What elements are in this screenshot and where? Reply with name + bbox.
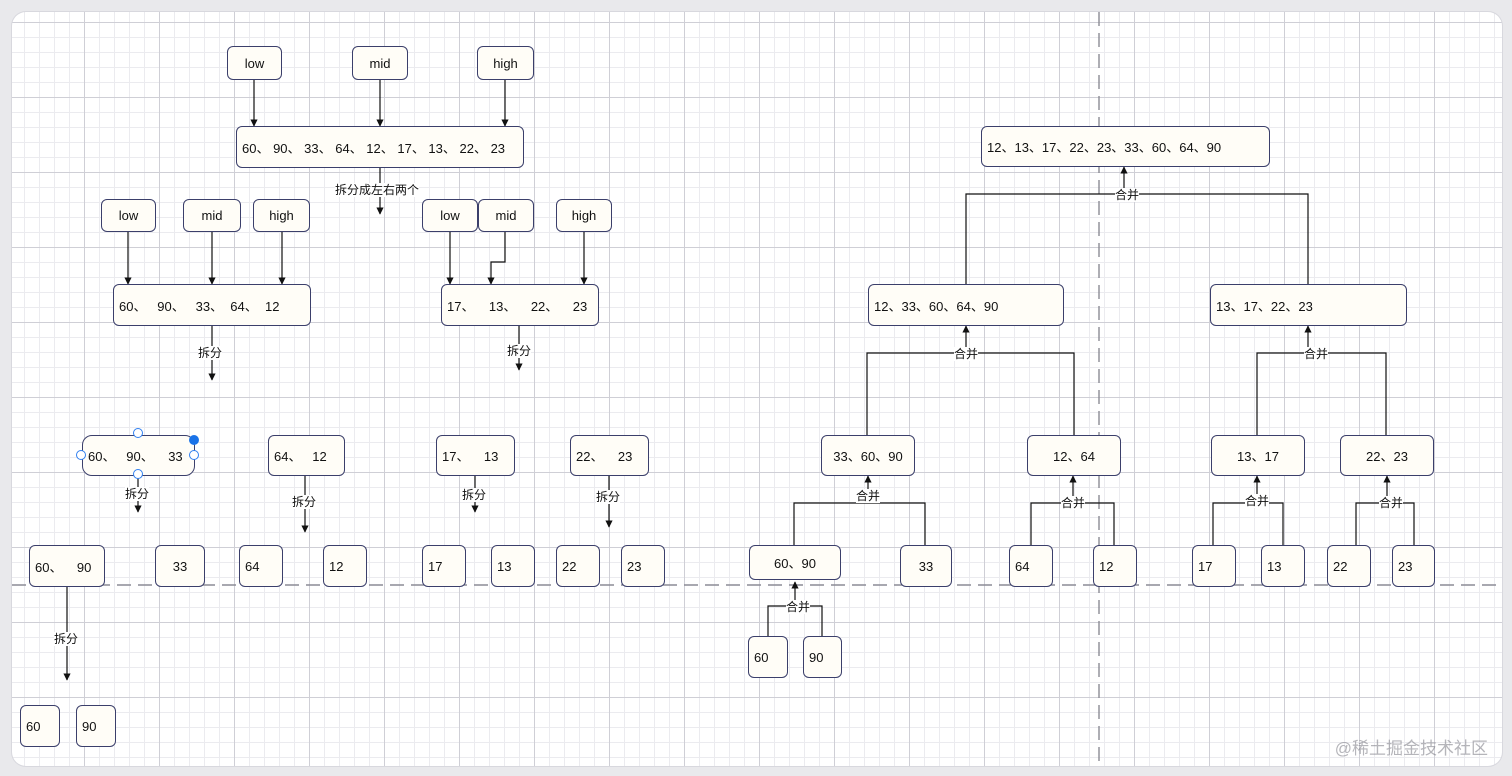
split-label: 拆分 (462, 488, 487, 502)
split-root-array[interactable]: 60、 90、 33、 64、 12、 17、 13、 22、 23 (236, 126, 524, 168)
merge-label: 合并 (1061, 496, 1086, 510)
merge-leaf[interactable]: 12 (1093, 545, 1137, 587)
split-left-array[interactable]: 60、 90、 33、 64、 12 (113, 284, 311, 326)
split-label: 拆分 (54, 632, 79, 646)
split-array-17-13[interactable]: 17、 13 (436, 435, 515, 476)
merge-array[interactable]: 22、23 (1340, 435, 1434, 476)
split-label: 拆分 (292, 495, 317, 509)
split-leaf[interactable]: 13 (491, 545, 535, 587)
split-array-60-90-33-selected[interactable]: 60、 90、 33 (82, 435, 195, 476)
resize-handle-left[interactable] (76, 450, 86, 460)
merge-array[interactable]: 12、64 (1027, 435, 1121, 476)
split-label: 拆分 (507, 344, 532, 358)
split-label: 拆分 (198, 346, 223, 360)
merge-label: 合并 (1379, 496, 1404, 510)
split-leaf[interactable]: 64 (239, 545, 283, 587)
split-leaf[interactable]: 33 (155, 545, 205, 587)
pointer-mid[interactable]: mid (352, 46, 408, 80)
split-label: 拆分 (596, 490, 621, 504)
split-array-64-12[interactable]: 64、 12 (268, 435, 345, 476)
split-two-label: 拆分成左右两个 (335, 183, 420, 197)
merge-array-left[interactable]: 12、33、60、64、90 (868, 284, 1064, 326)
merge-label: 合并 (856, 489, 881, 503)
merge-leaf[interactable]: 22 (1327, 545, 1371, 587)
split-leaf[interactable]: 23 (621, 545, 665, 587)
merge-leaf-60-90[interactable]: 60、90 (749, 545, 841, 580)
left-pointer-mid[interactable]: mid (183, 199, 241, 232)
resize-handle-bottom[interactable] (133, 469, 143, 479)
right-pointer-mid[interactable]: mid (478, 199, 534, 232)
merge-leaf[interactable]: 23 (1392, 545, 1435, 587)
resize-handle-right[interactable] (189, 450, 199, 460)
split-leaf[interactable]: 12 (323, 545, 367, 587)
merge-label: 合并 (1304, 347, 1329, 361)
merge-leaf-90[interactable]: 90 (803, 636, 842, 678)
merge-array[interactable]: 33、60、90 (821, 435, 915, 476)
merge-label: 合并 (786, 600, 811, 614)
merge-array[interactable]: 13、17 (1211, 435, 1305, 476)
split-leaf-60-90[interactable]: 60、 90 (29, 545, 105, 587)
merge-leaf-60[interactable]: 60 (748, 636, 788, 678)
split-leaf-60[interactable]: 60 (20, 705, 60, 747)
split-leaf[interactable]: 17 (422, 545, 466, 587)
pointer-low[interactable]: low (227, 46, 282, 80)
merge-leaf[interactable]: 17 (1192, 545, 1236, 587)
merge-label: 合并 (954, 347, 979, 361)
left-pointer-low[interactable]: low (101, 199, 156, 232)
merge-array-right[interactable]: 13、17、22、23 (1210, 284, 1407, 326)
resize-handle-top[interactable] (133, 428, 143, 438)
split-array-22-23[interactable]: 22、 23 (570, 435, 649, 476)
split-right-array[interactable]: 17、 13、 22、 23 (441, 284, 599, 326)
merge-label: 合并 (1245, 494, 1270, 508)
merge-leaf[interactable]: 13 (1261, 545, 1305, 587)
right-pointer-low[interactable]: low (422, 199, 478, 232)
rotate-handle[interactable] (189, 435, 199, 445)
watermark: @稀土掘金技术社区 (1334, 739, 1488, 758)
pointer-high[interactable]: high (477, 46, 534, 80)
split-leaf-90[interactable]: 90 (76, 705, 116, 747)
split-leaf[interactable]: 22 (556, 545, 600, 587)
right-pointer-high[interactable]: high (556, 199, 612, 232)
merge-leaf[interactable]: 64 (1009, 545, 1053, 587)
merge-root-array[interactable]: 12、13、17、22、23、33、60、64、90 (981, 126, 1270, 167)
left-pointer-high[interactable]: high (253, 199, 310, 232)
merge-label: 合并 (1115, 188, 1140, 202)
merge-leaf[interactable]: 33 (900, 545, 952, 587)
split-label: 拆分 (125, 487, 150, 501)
